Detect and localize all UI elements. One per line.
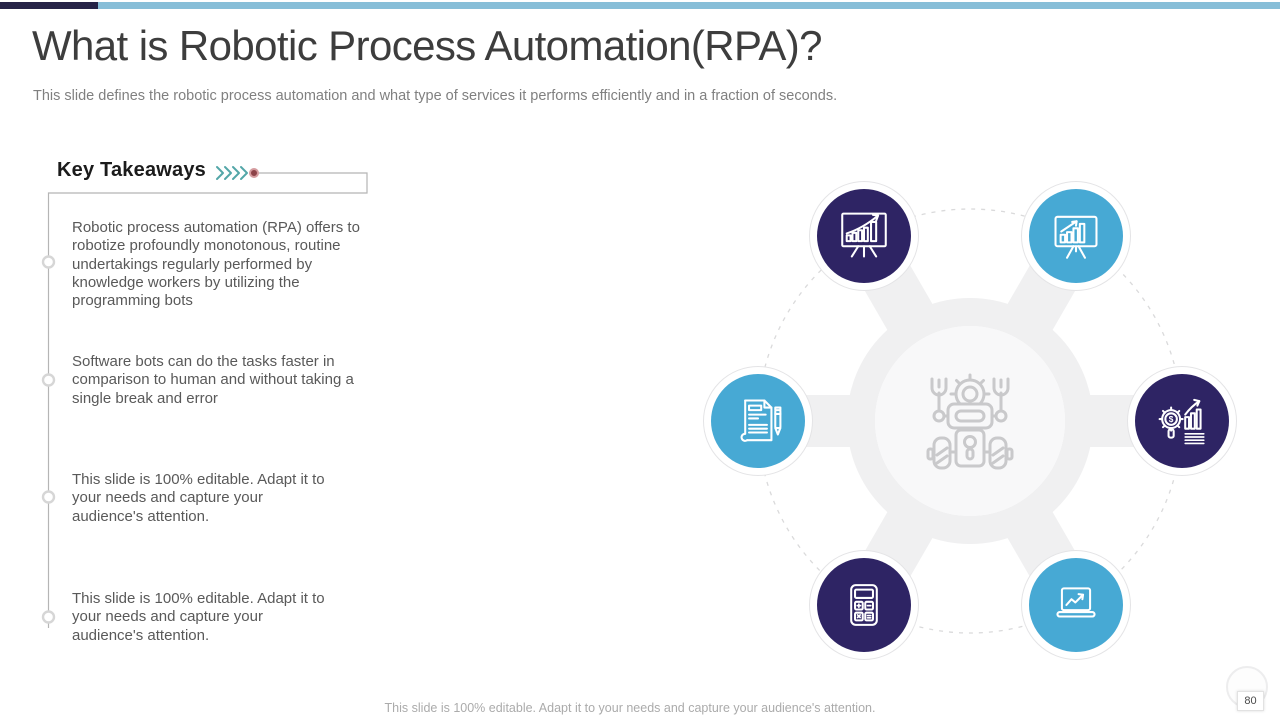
dollar-gear-analytics-icon: $ — [1158, 398, 1205, 445]
diagram-node-laptop — [1021, 550, 1131, 660]
takeaway-item: Software bots can do the tasks faster in… — [72, 353, 354, 407]
robot-gear-icon — [926, 373, 1014, 470]
key-takeaways-heading: Key Takeaways — [57, 159, 206, 181]
calculator-icon — [850, 584, 878, 626]
top-accent-bar-navy — [0, 2, 98, 9]
presentation-bar-chart-icon — [1054, 215, 1098, 259]
connector-line — [47, 172, 368, 628]
top-accent-bar-blue — [98, 2, 1280, 9]
laptop-chart-icon — [1056, 587, 1096, 618]
diagram-node-calculator — [809, 550, 919, 660]
slide-footer-note: This slide is 100% editable. Adapt it to… — [384, 701, 876, 715]
diagram-node-presentation-bar — [1021, 181, 1131, 291]
svg-text:$: $ — [1169, 414, 1174, 424]
diagram-node-presentation-growth — [809, 181, 919, 291]
takeaway-item: This slide is 100% editable. Adapt it to… — [72, 590, 325, 644]
diagram-node-dollar-analytics: $ — [1127, 366, 1237, 476]
presentation-growth-chart-icon — [841, 212, 887, 258]
page-subtitle: This slide defines the robotic process a… — [33, 88, 838, 104]
document-pen-icon — [740, 399, 782, 442]
diagram-node-document — [703, 366, 813, 476]
page-number-badge: 80 — [1237, 691, 1264, 711]
chevron-right-icons — [216, 166, 248, 180]
connector-dot — [249, 168, 259, 178]
page-title: What is Robotic Process Automation(RPA)? — [32, 22, 822, 69]
takeaway-item: This slide is 100% editable. Adapt it to… — [72, 471, 325, 525]
hub-ring — [847, 298, 1093, 544]
takeaway-item: Robotic process automation (RPA) offers … — [72, 219, 360, 310]
takeaways-connector-decoration — [41, 166, 368, 628]
bullet-ring-icons — [41, 255, 56, 624]
